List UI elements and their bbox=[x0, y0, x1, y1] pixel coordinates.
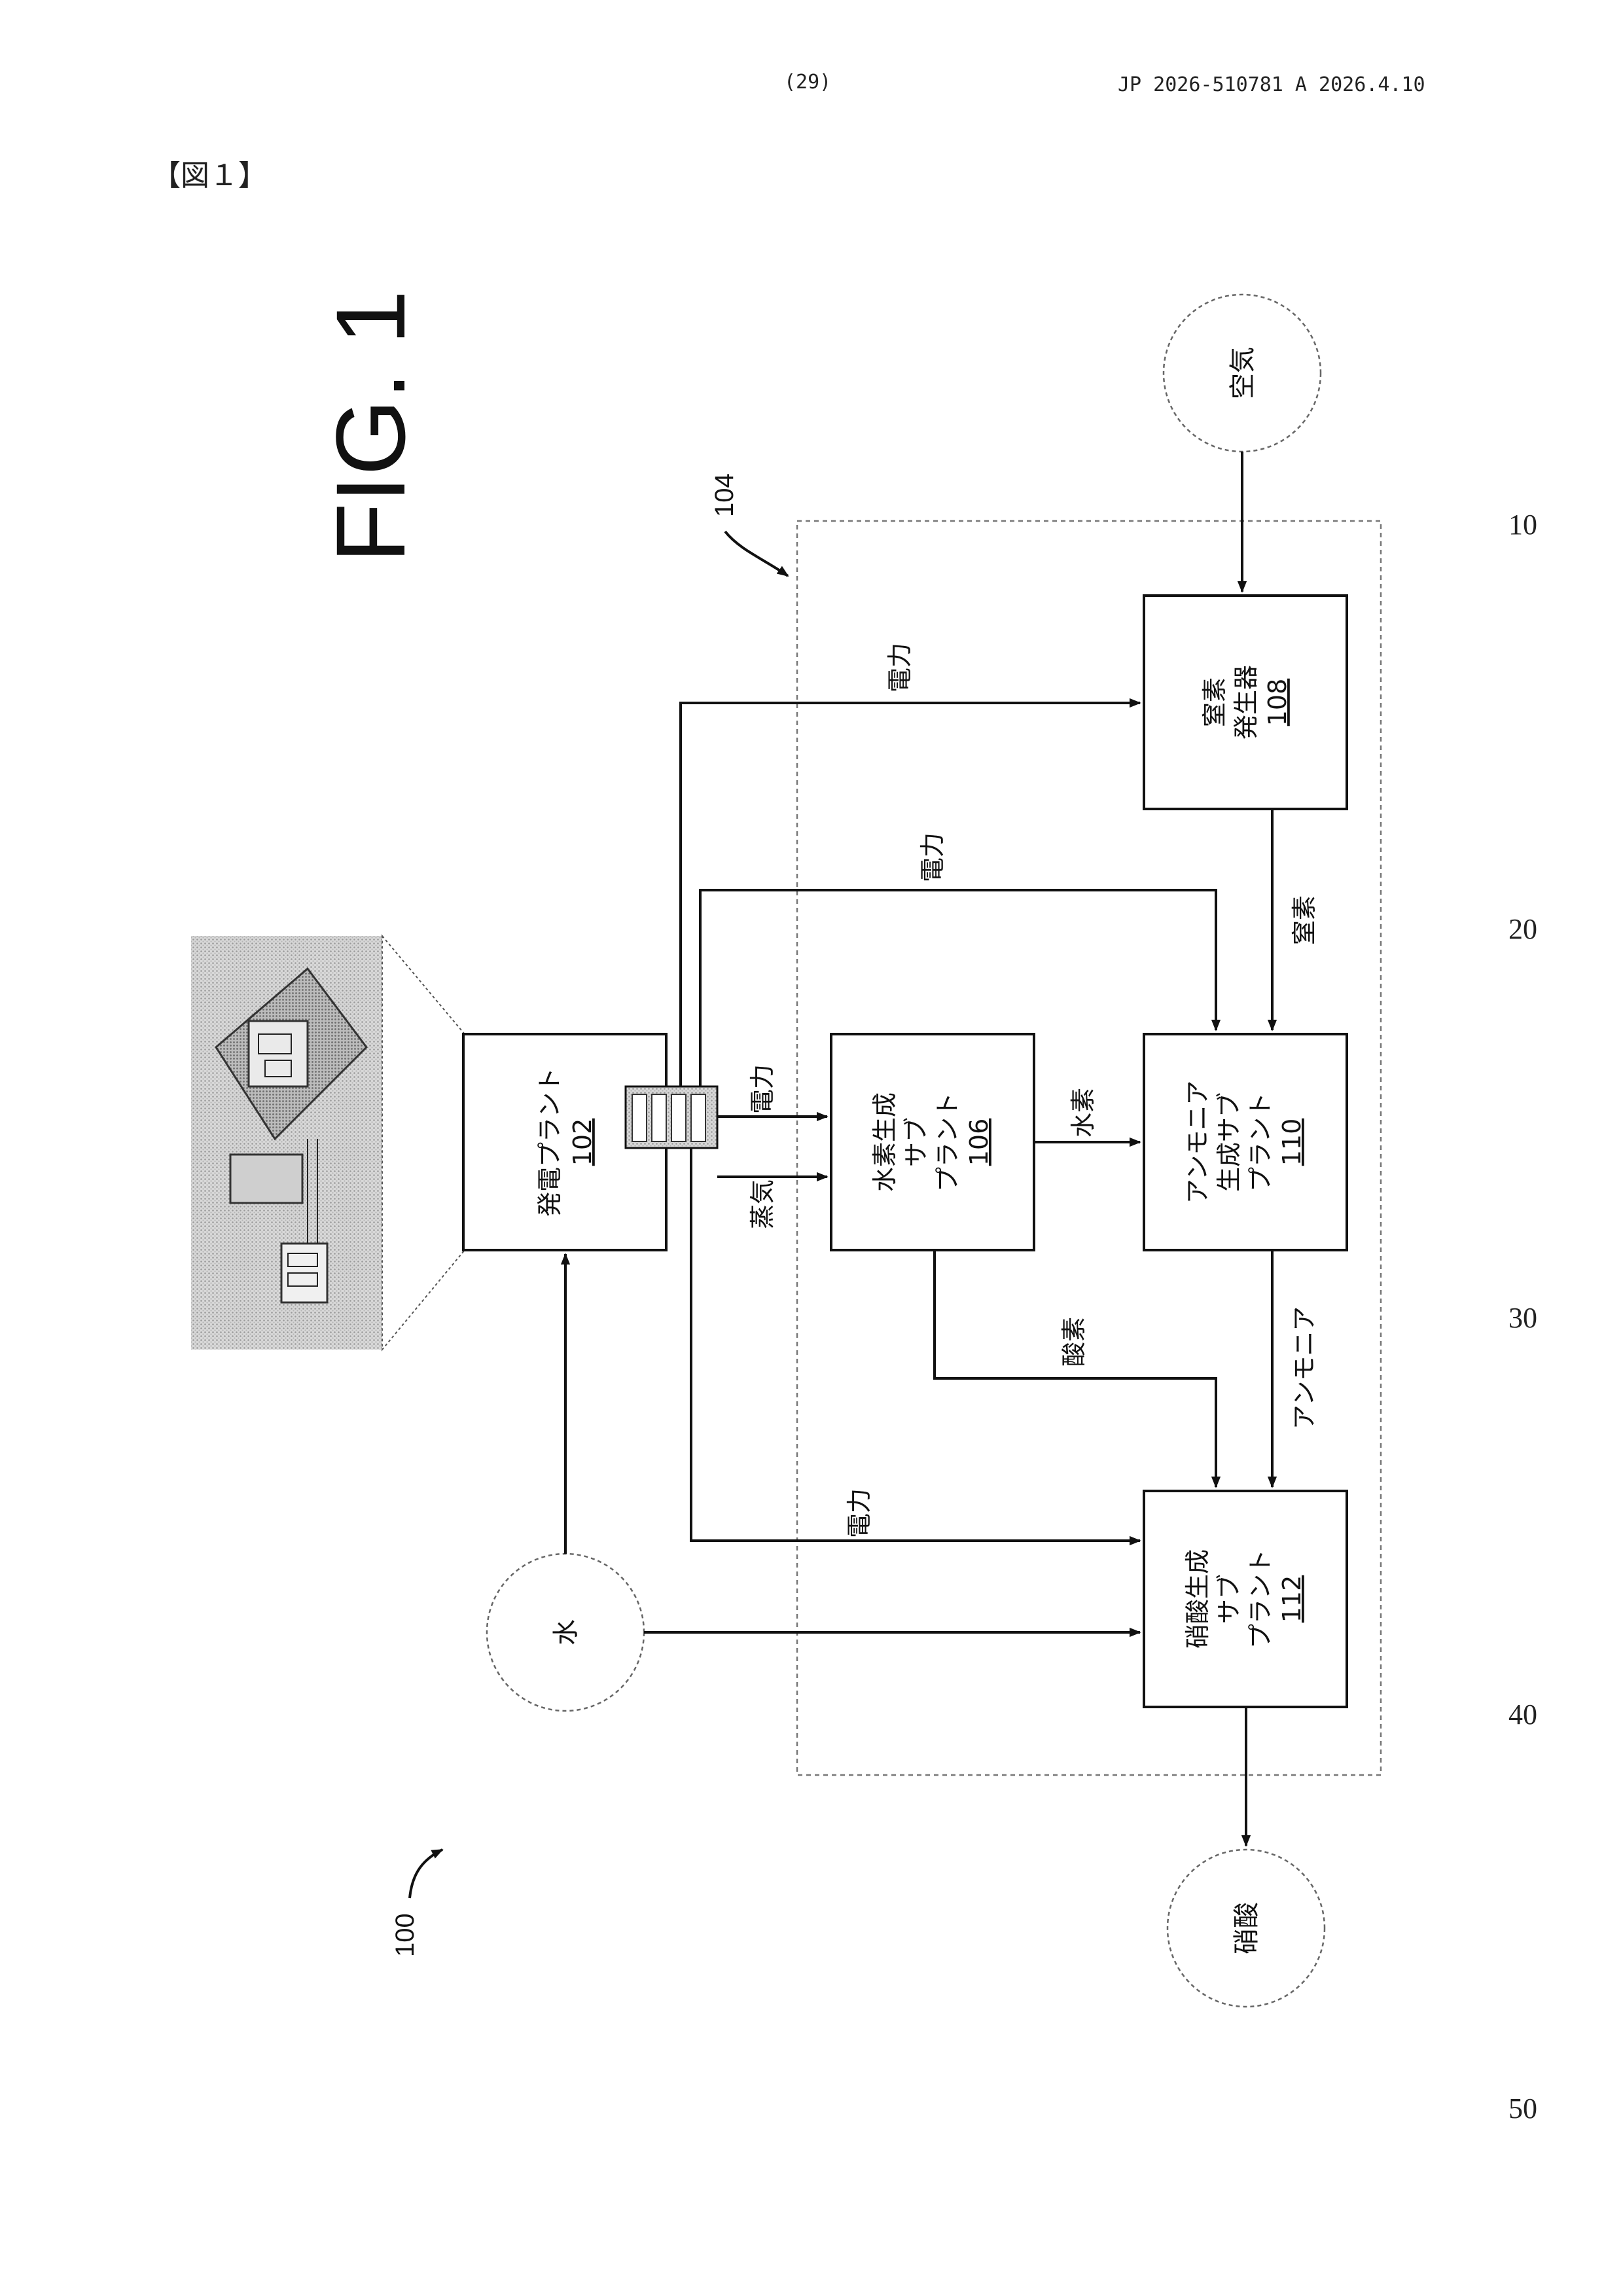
air-label: 空気 bbox=[1228, 347, 1258, 399]
ammonia-subplant-box bbox=[1144, 1034, 1347, 1250]
edge-label-ammonia: アンモニア bbox=[1290, 1306, 1319, 1429]
nitric-subplant-line-2: サブ bbox=[1215, 1574, 1243, 1624]
ammonia-subplant-line-3: プラント bbox=[1246, 1092, 1275, 1192]
ref-100-label: 100 bbox=[391, 1913, 419, 1957]
edge-label-power-ammonia: 電力 bbox=[918, 833, 947, 882]
oxygen-flow-arrow bbox=[935, 1250, 1216, 1487]
ammonia-subplant-line-1: アンモニア bbox=[1183, 1081, 1212, 1204]
power-plant-illustration bbox=[191, 936, 465, 1350]
hydrogen-subplant-ref: 106 bbox=[965, 1119, 993, 1166]
edge-label-power-nitrogen: 電力 bbox=[885, 643, 914, 692]
power-plant-ref: 102 bbox=[568, 1119, 597, 1166]
ref-100-hook-arrow bbox=[410, 1850, 442, 1898]
nitrogen-generator-line-1: 窒素 bbox=[1200, 677, 1229, 727]
nitrogen-generator-ref: 108 bbox=[1263, 679, 1292, 726]
nitric-subplant-line-1: 硝酸生成 bbox=[1183, 1549, 1212, 1649]
hydrogen-subplant-box bbox=[831, 1034, 1034, 1250]
air-source: 空気 bbox=[1164, 295, 1321, 452]
ref-104-hook-arrow bbox=[725, 531, 788, 576]
power-plant-label: 発電プラント bbox=[535, 1067, 564, 1217]
power-to-nitrogen-arrow bbox=[681, 703, 1140, 1086]
ammonia-subplant-line-2: 生成サブ bbox=[1215, 1092, 1243, 1192]
edge-label-oxygen: 酸素 bbox=[1060, 1317, 1088, 1367]
nitric-subplant-box bbox=[1144, 1491, 1347, 1707]
edge-label-power-nitric: 電力 bbox=[845, 1488, 874, 1538]
nitrogen-generator-line-2: 発生器 bbox=[1232, 665, 1260, 740]
edge-label-nitrogen: 窒素 bbox=[1290, 895, 1319, 945]
ammonia-subplant-ref: 110 bbox=[1277, 1119, 1306, 1166]
nitric-acid-output: 硝酸 bbox=[1168, 1850, 1325, 2007]
water-source: 水 bbox=[487, 1554, 644, 1711]
generator-module bbox=[626, 1086, 717, 1148]
nitric-subplant-line-3: プラント bbox=[1246, 1549, 1275, 1649]
hydrogen-subplant-line-1: 水素生成 bbox=[870, 1092, 899, 1192]
ref-104-label: 104 bbox=[710, 473, 739, 517]
edge-label-power-hydrogen: 電力 bbox=[748, 1064, 777, 1114]
water-label: 水 bbox=[551, 1619, 581, 1645]
edge-label-hydrogen: 水素 bbox=[1069, 1088, 1097, 1138]
nitric-subplant-ref: 112 bbox=[1277, 1575, 1306, 1623]
figure-title: FIG. 1 bbox=[315, 290, 425, 563]
hydrogen-subplant-line-3: プラント bbox=[933, 1092, 962, 1192]
nitric-acid-label: 硝酸 bbox=[1232, 1902, 1262, 1954]
hydrogen-subplant-line-2: サブ bbox=[902, 1117, 931, 1167]
edge-label-steam: 蒸気 bbox=[748, 1179, 777, 1229]
